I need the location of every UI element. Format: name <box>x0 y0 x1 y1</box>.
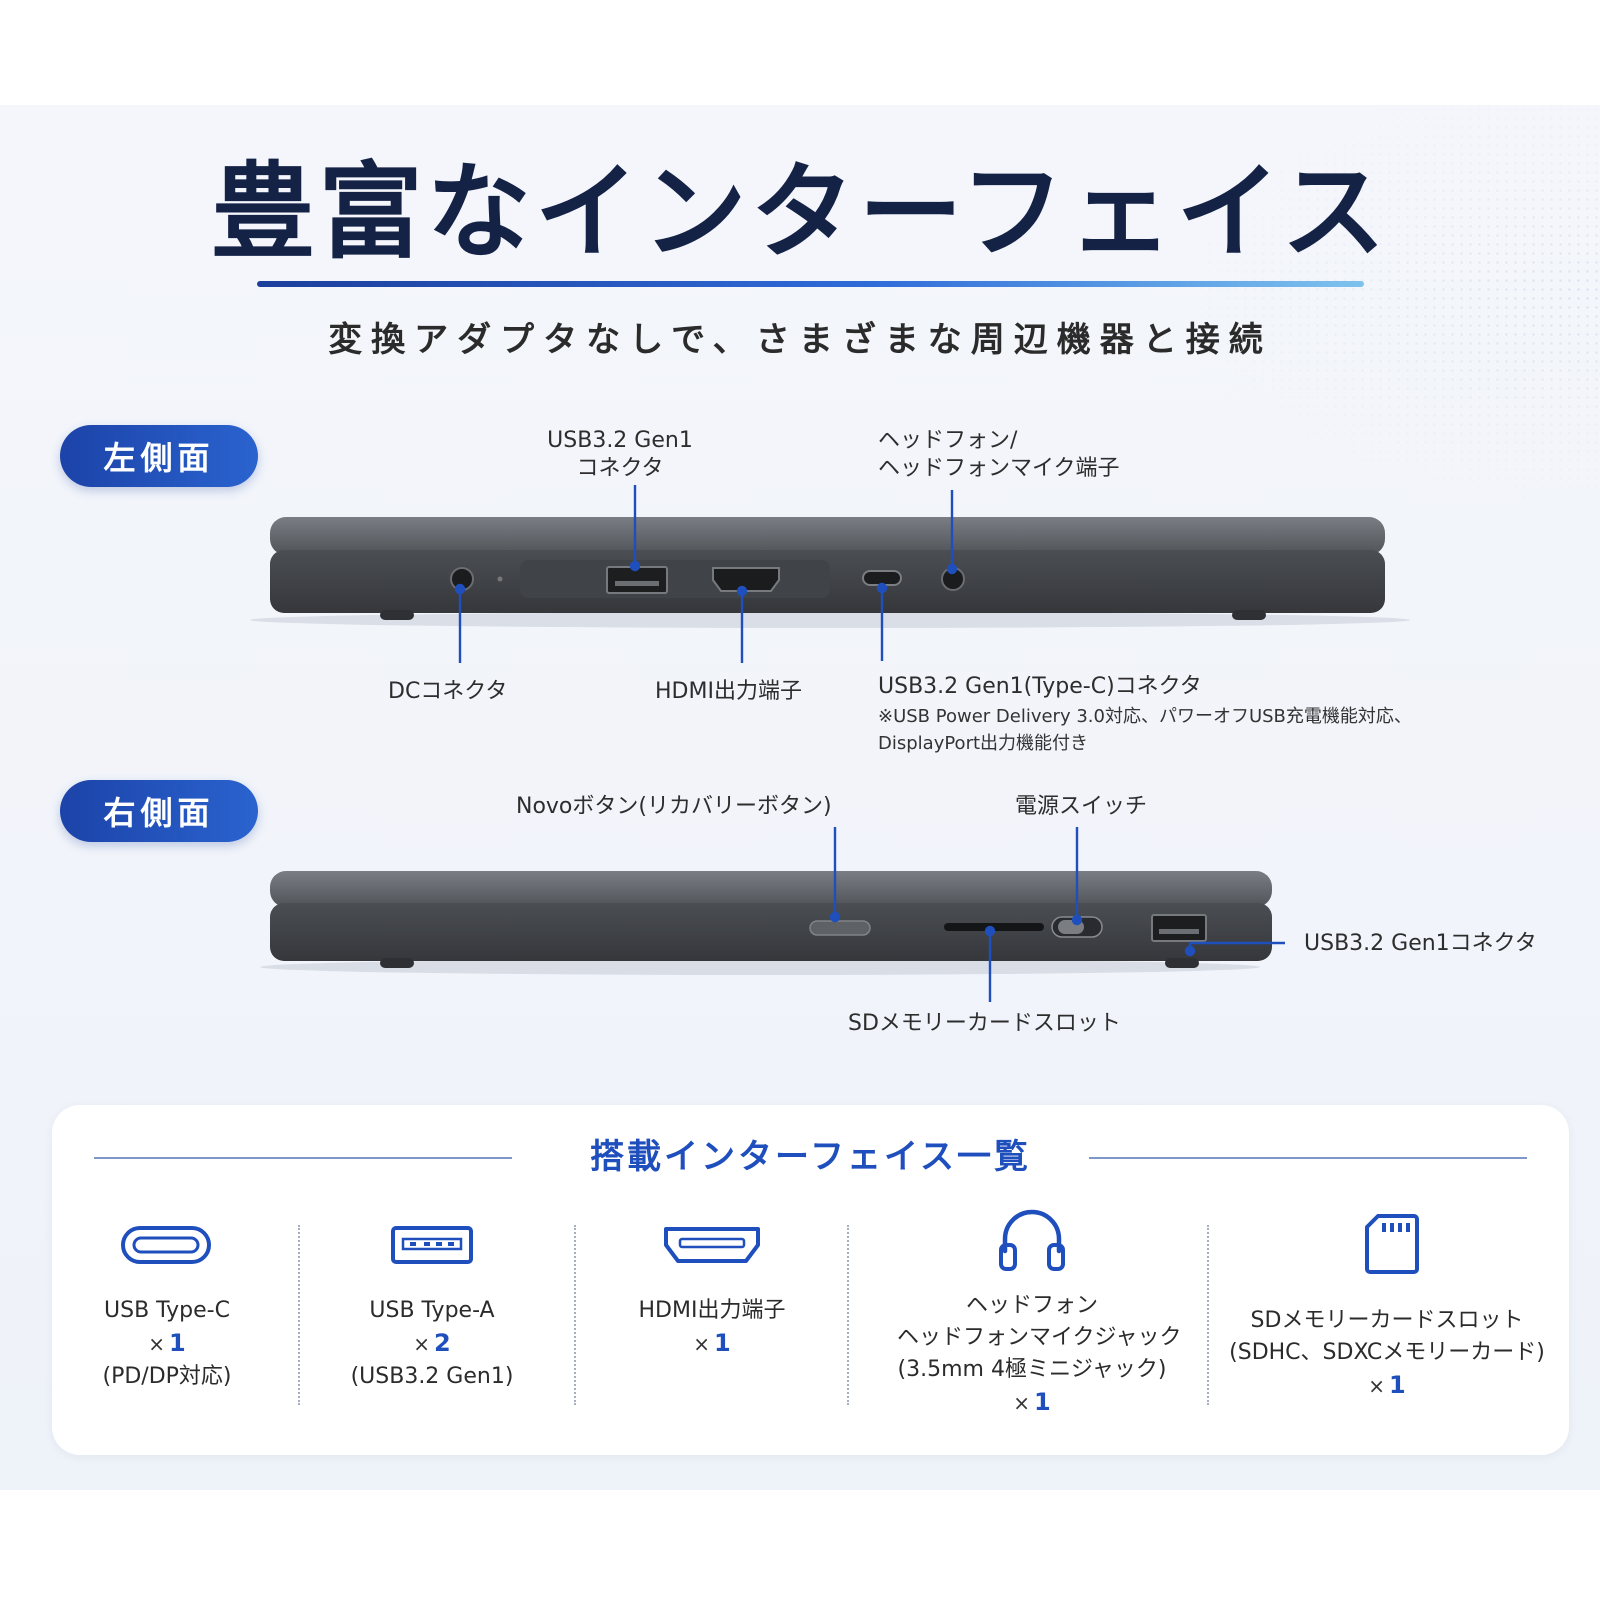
hdmi-icon <box>664 1227 760 1263</box>
callout-usb-a-line1: USB3.2 Gen1 <box>547 428 693 453</box>
interface-item-sd: SDメモリーカードスロット (SDHC、SDXCメモリーカード) ×1 <box>1222 1305 1552 1403</box>
callout-usb-c: USB3.2 Gen1(Type-C)コネクタ <box>878 674 1202 699</box>
divider <box>1207 1225 1209 1405</box>
callout-novo: Novoボタン(リカバリーボタン) <box>516 794 832 819</box>
item-name: USB Type-A <box>369 1298 495 1323</box>
laptop-right-side-illustration <box>260 827 1285 1002</box>
laptop-left-side-illustration <box>250 485 1410 663</box>
callout-usb-a-right: USB3.2 Gen1コネクタ <box>1304 931 1537 956</box>
interface-item-usb-a: USB Type-A ×2 (USB3.2 Gen1) <box>337 1295 527 1393</box>
sd-card-icon <box>1365 1214 1419 1274</box>
item-note: (3.5mm 4極ミニジャック) <box>897 1357 1167 1382</box>
interface-list-panel: 搭載インターフェイス一覧 USB Type-C ×1 (PD/DP対応) USB… <box>52 1105 1569 1455</box>
usb-a-icon <box>391 1226 473 1264</box>
right-side-badge: 右側面 <box>60 780 258 842</box>
interface-item-headphone: ヘッドフォン ヘッドフォンマイクジャック (3.5mm 4極ミニジャック) ×1 <box>897 1290 1182 1420</box>
count-prefix: × <box>413 1332 431 1356</box>
item-name: ヘッドフォン <box>965 1293 1098 1318</box>
item-count: 2 <box>434 1329 451 1357</box>
callout-usb-a-line2: コネクタ <box>576 456 664 481</box>
divider <box>574 1225 576 1405</box>
panel-rule-right <box>1089 1157 1527 1159</box>
item-note: (PD/DP対応) <box>102 1364 232 1389</box>
callout-usb-a-left: USB3.2 Gen1 コネクタ <box>540 427 700 483</box>
item-name: HDMI出力端子 <box>638 1298 786 1323</box>
callout-sd: SDメモリーカードスロット <box>848 1011 1121 1036</box>
headphone-icon <box>999 1209 1065 1271</box>
item-count: 1 <box>1389 1371 1406 1399</box>
callout-usb-c-note2: DisplayPort出力機能付き <box>878 733 1089 754</box>
item-count: 1 <box>1034 1388 1051 1416</box>
count-prefix: × <box>693 1332 711 1356</box>
callout-headphone-line2: ヘッドフォンマイク端子 <box>878 456 1120 481</box>
item-count: 1 <box>714 1329 731 1357</box>
item-name2: ヘッドフォンマイクジャック <box>897 1325 1182 1350</box>
page-title: 豊富なインターフェイス <box>210 151 1390 273</box>
count-prefix: × <box>1368 1374 1386 1398</box>
page: 豊富なインターフェイス 変換アダプタなしで、さまざまな周辺機器と接続 左側面 U… <box>0 105 1600 1490</box>
item-count: 1 <box>169 1329 186 1357</box>
interface-list-title: 搭載インターフェイス一覧 <box>590 1137 1031 1177</box>
item-note: (SDHC、SDXCメモリーカード) <box>1229 1340 1545 1365</box>
left-side-badge: 左側面 <box>60 425 258 487</box>
divider <box>298 1225 300 1405</box>
callout-hdmi: HDMI出力端子 <box>655 679 802 704</box>
divider <box>847 1225 849 1405</box>
item-note: (USB3.2 Gen1) <box>350 1364 514 1389</box>
interface-item-hdmi: HDMI出力端子 ×1 <box>612 1295 812 1361</box>
title-underline <box>257 281 1364 287</box>
callout-headphone-left: ヘッドフォン/ ヘッドフォンマイク端子 <box>878 427 1120 483</box>
dot-pattern-decoration <box>1160 105 1600 525</box>
item-name: SDメモリーカードスロット <box>1250 1308 1524 1333</box>
callout-power: 電源スイッチ <box>1015 794 1148 819</box>
usb-c-icon <box>121 1226 211 1264</box>
callout-usb-c-note1: ※USB Power Delivery 3.0対応、パワーオフUSB充電機能対応… <box>878 706 1412 727</box>
callout-dc: DCコネクタ <box>388 679 508 704</box>
interface-item-usb-c: USB Type-C ×1 (PD/DP対応) <box>72 1295 262 1393</box>
callout-headphone-line1: ヘッドフォン/ <box>878 428 1018 453</box>
page-subtitle: 変換アダプタなしで、さまざまな周辺機器と接続 <box>312 311 1288 369</box>
panel-rule-left <box>94 1157 512 1159</box>
subtitle-wrap: 変換アダプタなしで、さまざまな周辺機器と接続 <box>0 311 1600 369</box>
count-prefix: × <box>148 1332 166 1356</box>
item-name: USB Type-C <box>104 1298 230 1323</box>
count-prefix: × <box>1013 1391 1031 1415</box>
